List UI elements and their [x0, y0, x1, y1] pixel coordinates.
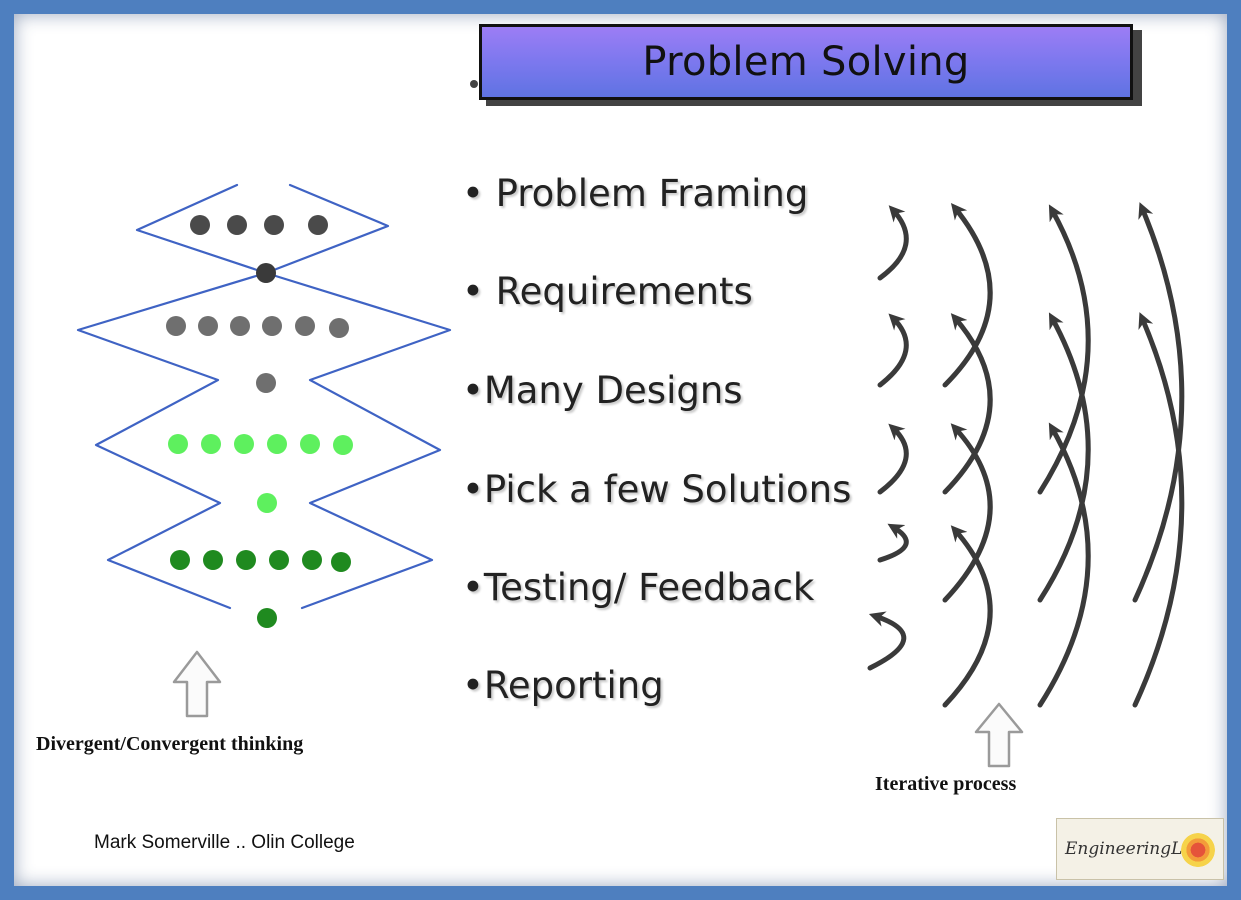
bullet-text: Problem Framing	[483, 172, 809, 215]
dot	[308, 215, 328, 235]
dot	[170, 550, 190, 570]
dot	[227, 215, 247, 235]
dot	[331, 552, 351, 572]
dot-row-3	[168, 434, 353, 455]
loop-arrow	[877, 423, 909, 495]
loop-arrow	[942, 423, 993, 603]
up-arrow-right-icon	[974, 702, 1024, 768]
bullet-item-problem-framing: • Problem Framing	[462, 172, 808, 215]
bullet-marker: •	[462, 369, 484, 412]
bullet-text: Testing/ Feedback	[483, 566, 815, 609]
dot	[262, 316, 282, 336]
dot	[201, 434, 221, 454]
dot	[295, 316, 315, 336]
bullet-marker: •	[462, 172, 484, 215]
dot-row-2	[166, 316, 349, 338]
iterative-arrows	[867, 202, 1185, 708]
dot	[168, 434, 188, 454]
dot	[329, 318, 349, 338]
dot-converge-2	[256, 373, 276, 393]
dot	[190, 215, 210, 235]
sun-icon	[1181, 833, 1215, 867]
loop-arrow	[867, 611, 907, 671]
bullet-text: Many Designs	[483, 369, 743, 412]
zigzag-right-edge	[264, 271, 452, 610]
dot	[300, 434, 320, 454]
diamond-top-edge	[135, 183, 390, 275]
loop-arrow	[942, 203, 993, 388]
caption-divergent-convergent: Divergent/Convergent thinking	[36, 733, 304, 755]
slide-title: Problem Solving	[642, 39, 970, 85]
dot	[234, 434, 254, 454]
loop-arrow	[942, 313, 993, 495]
loop-arrow	[1037, 422, 1091, 708]
dot	[269, 550, 289, 570]
bullet-item-pick-solutions: •Pick a few Solutions	[462, 468, 851, 511]
loop-arrow	[1037, 204, 1091, 495]
author-credit: Mark Somerville .. Olin College	[94, 832, 355, 853]
dot	[203, 550, 223, 570]
dot	[333, 435, 353, 455]
engineeringlens-logo: EngineeringLens	[1056, 818, 1224, 880]
dot	[302, 550, 322, 570]
bullet-marker: •	[462, 664, 484, 707]
bullet-text: Requirements	[495, 270, 753, 313]
dot	[230, 316, 250, 336]
dot	[198, 316, 218, 336]
bullet-item-requirements: • Requirements	[462, 270, 753, 313]
loop-arrow	[1037, 312, 1091, 603]
bullet-marker: •	[462, 566, 484, 609]
bullet-item-reporting: •Reporting	[462, 664, 664, 707]
bullet-item-testing-feedback: •Testing/ Feedback	[462, 566, 814, 609]
bullet-marker: •	[462, 270, 484, 313]
bullet-item-many-designs: •Many Designs	[462, 369, 743, 412]
caption-iterative-process: Iterative process	[875, 773, 1017, 795]
bullet-text: Pick a few Solutions	[483, 468, 852, 511]
up-arrow-left-icon	[172, 650, 222, 718]
logo-text: EngineeringLens	[1065, 839, 1213, 859]
dot	[264, 215, 284, 235]
dot	[166, 316, 186, 336]
dot-converge-3	[257, 493, 277, 513]
title-bullet-dot	[470, 80, 478, 88]
idea-dots	[166, 215, 353, 628]
loop-arrow	[1132, 312, 1185, 708]
dot-converge-1	[256, 263, 276, 283]
dot-row-1	[190, 215, 328, 235]
dot	[236, 550, 256, 570]
loop-arrow	[877, 205, 909, 281]
loop-arrow	[942, 525, 993, 708]
loop-arrow	[877, 523, 909, 563]
bullet-marker: •	[462, 468, 484, 511]
dot-converge-4	[257, 608, 277, 628]
title-box: Problem Solving	[479, 24, 1133, 100]
divergent-convergent-diagram	[76, 183, 452, 610]
dot-row-4	[170, 550, 351, 572]
dot	[267, 434, 287, 454]
loop-arrow	[877, 313, 909, 388]
zigzag-left-edge	[76, 271, 268, 610]
loop-arrow	[1132, 202, 1185, 603]
bullet-text: Reporting	[483, 664, 664, 707]
